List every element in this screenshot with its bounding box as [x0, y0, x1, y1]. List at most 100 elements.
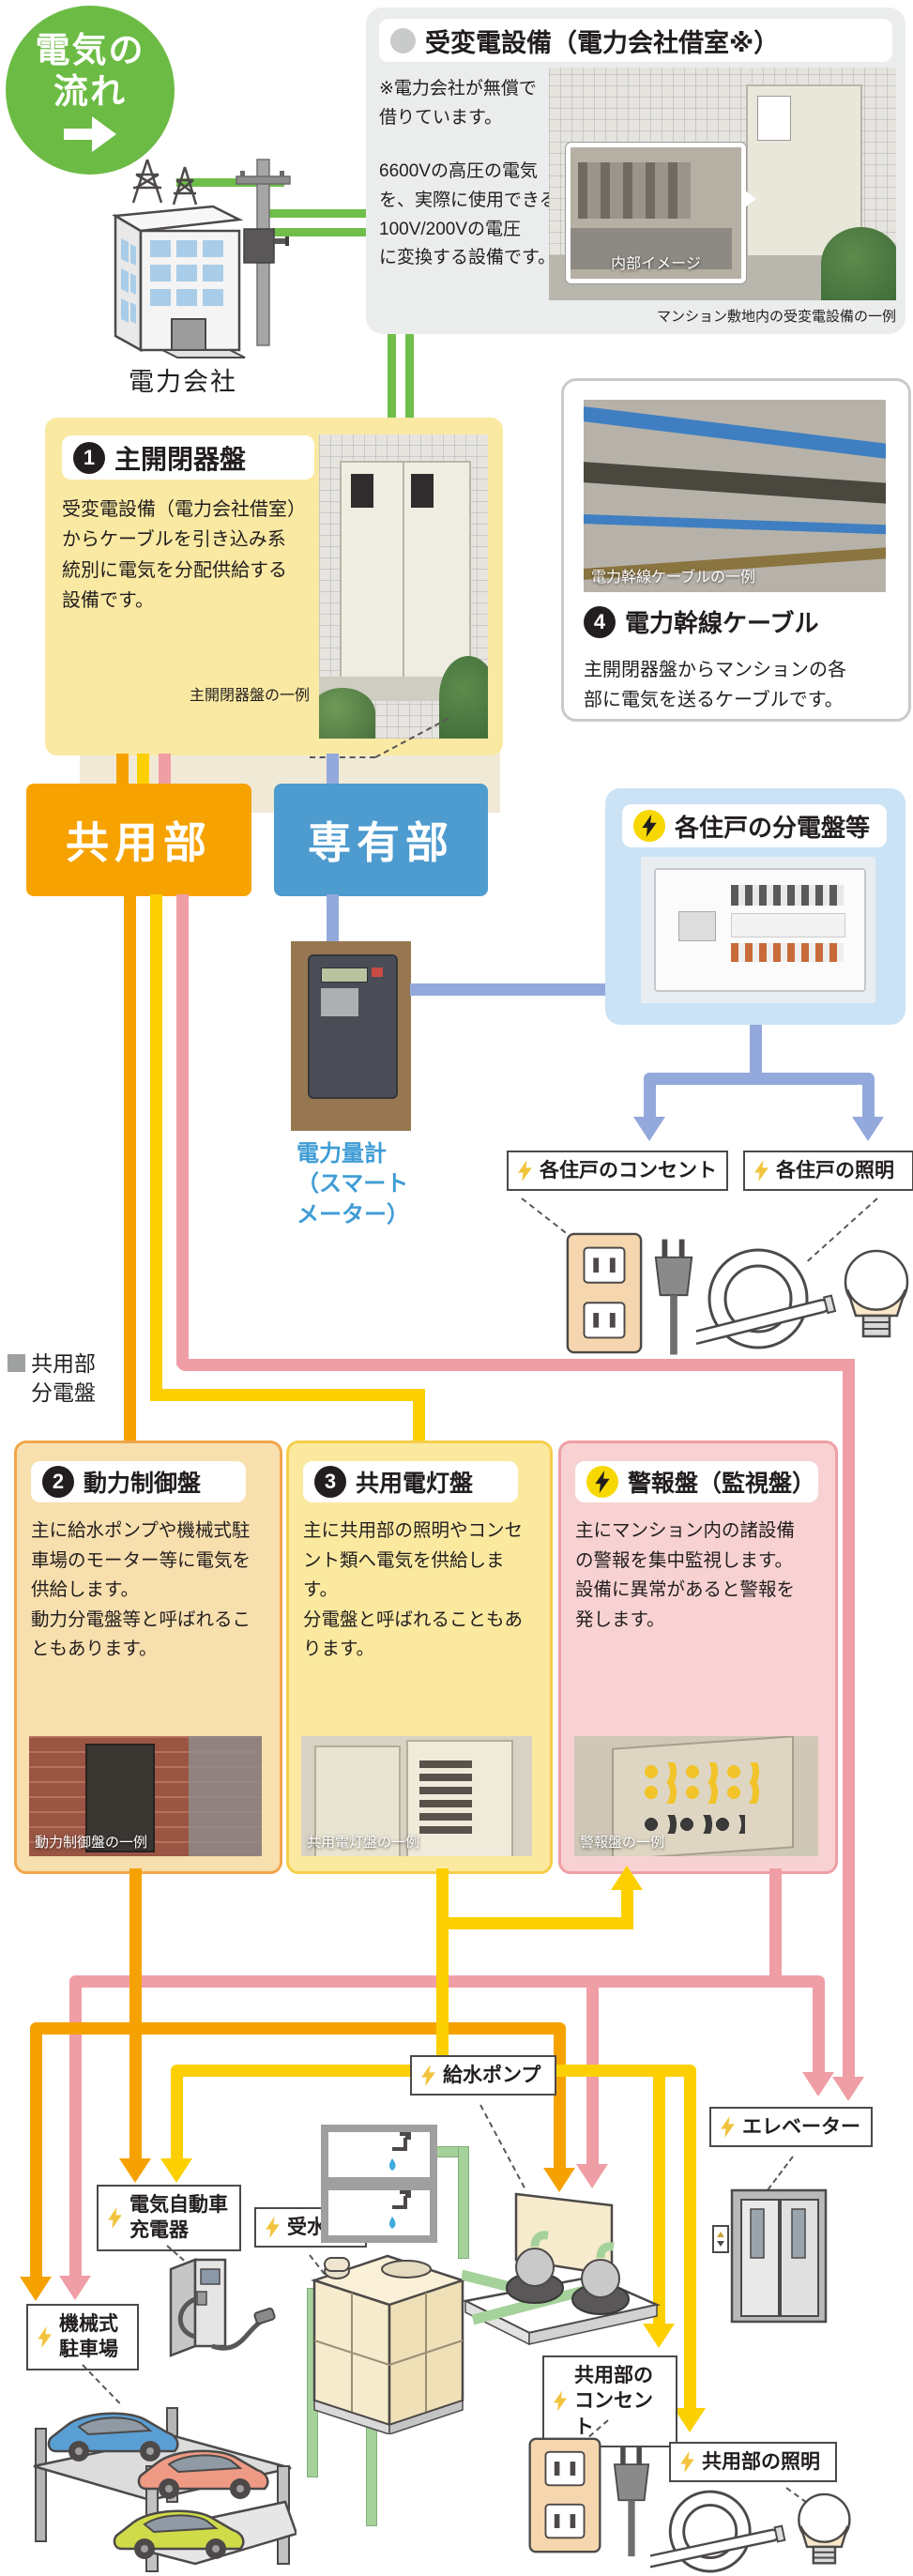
zone-common-label: 共用部 [66, 818, 212, 867]
label-strip [731, 913, 845, 937]
green-pipe-faucet-vertical [458, 2146, 469, 2259]
common-outlet-tag: 共用部の コンセント [542, 2355, 677, 2447]
yellow-arrow-ev [160, 2158, 192, 2183]
pink-arrow-elevator-right [832, 2077, 864, 2101]
blue-arrow-light [852, 1117, 884, 1141]
lightning-icon [421, 2065, 435, 2087]
water-pump-label: 給水ポンプ [443, 2065, 541, 2086]
right-arrow-icon [64, 116, 116, 152]
main-switchboard-header: 1 主開閉器盤 [62, 435, 314, 480]
blue-arrow-outlet [633, 1117, 665, 1141]
common-plug-illustration [613, 2447, 650, 2557]
orange-drop-parking [30, 2029, 42, 2279]
blue-line-bus [644, 1073, 875, 1085]
main-switchboard-description: 受変電設備（電力会社借室） からケーブルを引き込み系 統別に電気を分配供給する … [62, 499, 306, 612]
pink-drop-parking [69, 1982, 82, 2278]
trunk-cable-leader-horizontal [310, 756, 375, 758]
ev-charger-label: 電気自動車 充電器 [129, 2194, 228, 2242]
orange-line-1 [116, 754, 129, 785]
mech-parking-tag: 機械式 駐車場 [26, 2304, 139, 2370]
blue-line-1 [327, 754, 339, 785]
unit-plug-illustration [654, 1239, 693, 1355]
number-3-icon: 3 [314, 1466, 346, 1498]
smart-meter-photo [291, 941, 411, 1131]
water-tank-illustration [311, 2254, 466, 2434]
substation-bush [821, 227, 896, 300]
number-1-icon: 1 [73, 441, 105, 474]
lightning-icon [266, 2217, 280, 2239]
zone-common: 共用部 [26, 784, 251, 896]
green-line-down-2 [405, 332, 414, 419]
number-2-icon: 2 [42, 1466, 74, 1498]
lightning-icon [38, 2325, 52, 2348]
water-pump-illustration [462, 2192, 661, 2346]
pink-line-bend [176, 1359, 855, 1371]
unit-outlet-tag: 各住戸のコンセント [507, 1151, 728, 1192]
lighting-cabinet-left [314, 1745, 401, 1856]
yellow-arrow-outlet [643, 2324, 675, 2348]
utility-pole-illustration [236, 159, 291, 346]
blue-pipe-2 [584, 513, 886, 536]
unit-panel-photo [641, 857, 875, 1003]
lightning-circle-icon [633, 810, 665, 842]
power-control-header: 2 動力制御盤 [31, 1461, 246, 1502]
common-lighting-photo-caption: 共用電灯盤の一例 [307, 1835, 420, 1851]
common-lighting-title: 共用電灯盤 [356, 1471, 474, 1497]
pink-line-2 [176, 894, 189, 1365]
common-lighting-box: 3 共用電灯盤 主に共用部の照明やコンセ ント類へ電気を供給します。 分電盤と呼… [286, 1440, 553, 1874]
trunk-cable-photo-caption: 電力幹線ケーブルの一例 [591, 570, 756, 586]
common-lights-illustration [650, 2490, 851, 2573]
unit-outlet-label: 各住戸のコンセント [540, 1160, 717, 1181]
control-wall [189, 1736, 262, 1856]
main-breaker [678, 911, 716, 941]
section-label-text: 共用部 分電盤 [31, 1351, 96, 1406]
power-control-photo-caption: 動力制御盤の一例 [35, 1835, 148, 1851]
orange-line-2 [124, 894, 136, 1442]
switchboard-meter-1 [351, 474, 373, 508]
common-lighting-photo: 共用電灯盤の一例 [301, 1736, 532, 1856]
common-lighting-description: 主に共用部の照明やコンセ ント類へ電気を供給します。 分電盤と呼ばれることもあ … [303, 1520, 524, 1660]
cable-tray [584, 460, 886, 507]
yellow-drop-outlet [653, 2071, 665, 2325]
elevator-tag: エレベーター [709, 2107, 873, 2148]
main-switchboard-photo-caption: 主開閉器盤の一例 [189, 688, 310, 704]
unit-light-tag: 各住戸の照明 [743, 1151, 913, 1192]
lightning-circle-icon [586, 1466, 618, 1498]
breaker-row-top [731, 885, 844, 906]
water-pump-tag: 給水ポンプ [410, 2055, 556, 2096]
alarm-buttons [642, 1815, 745, 1834]
blue-line-panel-down [750, 1025, 762, 1075]
switchboard-door-gap [403, 461, 404, 677]
substation-description: 6600Vの高圧の電気 を、実際に使用できる 100V/200Vの電圧 に変換す… [379, 161, 557, 268]
yellow-line-panel3-down [436, 1868, 449, 2077]
power-control-description: 主に給水ポンプや機械式駐 車場のモーター等に電気を 供給します。 動力分電盤等と… [31, 1520, 251, 1660]
ev-charger-tag: 電気自動車 充電器 [97, 2185, 241, 2251]
lightning-icon [518, 1160, 532, 1182]
power-control-box: 2 動力制御盤 主に給水ポンプや機械式駐 車場のモーター等に電気を 供給します。… [14, 1440, 282, 1874]
unit-outlet-illustration [566, 1232, 643, 1354]
yellow-line-2 [150, 894, 162, 1401]
blue-pipe-1 [584, 404, 886, 464]
pink-arrow-pump [576, 2164, 608, 2188]
blue-drop-left [644, 1079, 656, 1119]
alarm-lamps [642, 1762, 764, 1804]
mech-parking-illustration [33, 2407, 297, 2572]
control-cabinet [85, 1744, 155, 1852]
trunk-cable-header: 4 電力幹線ケーブル [584, 604, 818, 639]
pink-line-1 [159, 754, 171, 785]
substation-photo: 内部イメージ [549, 68, 896, 300]
breaker-row-bottom [731, 943, 844, 962]
common-light-label: 共用部の照明 [702, 2451, 820, 2473]
orange-bus [30, 2022, 566, 2035]
trunk-cable-description: 主開閉器盤からマンションの各 部に電気を送るケーブルです。 [584, 660, 846, 711]
green-line-down-1 [388, 332, 396, 419]
flow-badge: 電気の 流れ [6, 6, 175, 175]
orange-arrow-pump [543, 2168, 575, 2192]
meter-display [321, 968, 368, 983]
smart-meter-label: 電力量計 （スマート メーター） [297, 1141, 409, 1227]
yellow-up-segment [621, 1888, 633, 1929]
substation-inset-caption: 内部イメージ [611, 256, 701, 272]
unit-panel-header: 各住戸の分電盤等 [622, 804, 887, 847]
lighting-breakers [419, 1759, 472, 1834]
switchboard-bush-right [439, 656, 488, 739]
